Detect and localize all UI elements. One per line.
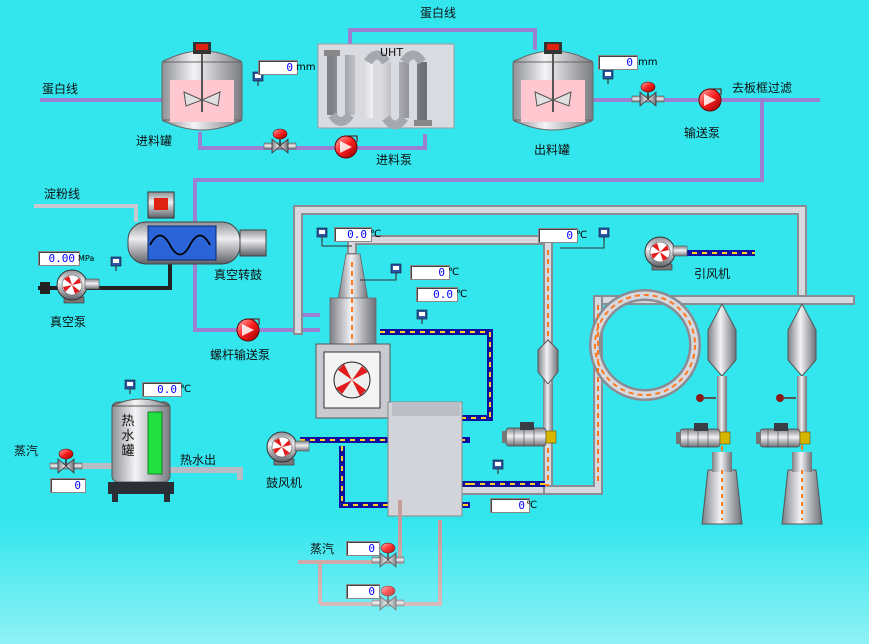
label-hot-water-tank: 热水罐 xyxy=(121,414,135,459)
hot-water-tank xyxy=(60,398,243,502)
vacuum-pressure-unit: MPa xyxy=(78,254,95,263)
vacuum-pressure-transmitter-icon[interactable] xyxy=(110,256,122,272)
blower-icon[interactable] xyxy=(266,431,310,466)
tower-temp-1-readout[interactable]: 0 xyxy=(410,265,450,280)
induced-fan-icon[interactable] xyxy=(644,236,688,271)
hot-water-temp-unit: ℃ xyxy=(180,384,192,395)
dryer-inlet-temp-transmitter-icon[interactable] xyxy=(316,227,328,243)
steam-valve-2-readout[interactable]: 0 xyxy=(346,584,380,599)
label-to-filter: 去板框过滤 xyxy=(732,81,793,95)
out-tank-level-unit: mm xyxy=(638,57,658,68)
fan-icon xyxy=(333,361,371,399)
feed-tank-level-unit: mm xyxy=(296,62,316,73)
label-protein-line-left: 蛋白线 xyxy=(42,82,79,96)
vacuum-pipe-cap xyxy=(40,282,50,294)
vacuum-pressure-readout[interactable]: 0.00 xyxy=(38,251,80,266)
tower-duct-temp-transmitter-icon[interactable] xyxy=(416,309,428,325)
out-tank xyxy=(512,42,594,131)
transfer-control-valve-icon[interactable] xyxy=(631,81,665,107)
steam-valve-left-icon[interactable] xyxy=(49,448,83,474)
label-uht: UHT xyxy=(380,46,404,59)
cyclone-1 xyxy=(537,339,559,444)
transfer-pump-icon[interactable] xyxy=(698,88,722,112)
label-transfer-pump: 输送泵 xyxy=(684,126,721,140)
label-protein-line-top: 蛋白线 xyxy=(420,6,457,20)
exchanger-temp-unit: ℃ xyxy=(526,500,538,511)
tower-temp-transmitter-icon[interactable] xyxy=(390,263,402,279)
label-out-tank: 出料罐 xyxy=(534,143,571,157)
dryer-inlet-temp-readout[interactable]: 0.0 xyxy=(334,227,372,242)
drying-tower xyxy=(315,253,391,419)
label-steam-left: 蒸汽 xyxy=(14,444,39,458)
heat-exchanger xyxy=(387,401,463,517)
steam-valve-1-readout[interactable]: 0 xyxy=(346,541,380,556)
hot-water-temp-readout[interactable]: 0.0 xyxy=(142,382,182,397)
cyclone-3 xyxy=(781,302,823,525)
out-tank-level-transmitter-icon[interactable] xyxy=(602,69,614,85)
tower-temp-2-readout[interactable]: 0.0 xyxy=(416,287,458,302)
label-screw-pump: 螺杆输送泵 xyxy=(210,348,271,362)
background-fog xyxy=(0,520,869,644)
out-tank-level-readout[interactable]: 0 xyxy=(598,55,638,70)
feed-tank-level-readout[interactable]: 0 xyxy=(258,60,298,75)
tower-temp-2-unit: ℃ xyxy=(456,289,468,300)
fan-duct-temp-readout[interactable]: 0 xyxy=(538,228,578,243)
exchanger-temp-readout[interactable]: 0 xyxy=(490,498,530,513)
label-feed-pump: 进料泵 xyxy=(376,153,413,167)
label-starch-line: 淀粉线 xyxy=(44,187,81,201)
feed-tank xyxy=(161,42,243,131)
fan-duct-temp-transmitter-icon[interactable] xyxy=(598,227,610,243)
label-feed-tank: 进料罐 xyxy=(136,134,173,148)
cyclone-2 xyxy=(701,302,743,525)
hot-water-temp-transmitter-icon[interactable] xyxy=(124,379,136,395)
dryer-inlet-temp-unit: ℃ xyxy=(370,229,382,240)
fan-duct-temp-unit: ℃ xyxy=(576,230,588,241)
vacuum-pump-icon[interactable] xyxy=(56,269,100,304)
label-hot-water-out: 热水出 xyxy=(180,453,217,467)
screw-pump-icon[interactable] xyxy=(236,318,260,342)
feed-pump-icon[interactable] xyxy=(334,135,358,159)
starch-pipe xyxy=(34,204,138,222)
tower-temp-1-unit: ℃ xyxy=(448,267,460,278)
exchanger-temp-transmitter-icon[interactable] xyxy=(492,459,504,475)
label-induced-fan: 引风机 xyxy=(694,267,731,281)
label-vacuum-pump: 真空泵 xyxy=(50,315,87,329)
vacuum-drum xyxy=(127,191,267,265)
agitator-icon xyxy=(183,42,221,107)
label-blower: 鼓风机 xyxy=(266,476,303,490)
label-vacuum-drum: 真空转鼓 xyxy=(214,268,263,282)
agitator-icon xyxy=(534,42,572,107)
uht-unit xyxy=(317,43,455,130)
steam-left-valve-readout[interactable]: 0 xyxy=(50,478,86,493)
label-steam-bottom: 蒸汽 xyxy=(310,542,335,556)
